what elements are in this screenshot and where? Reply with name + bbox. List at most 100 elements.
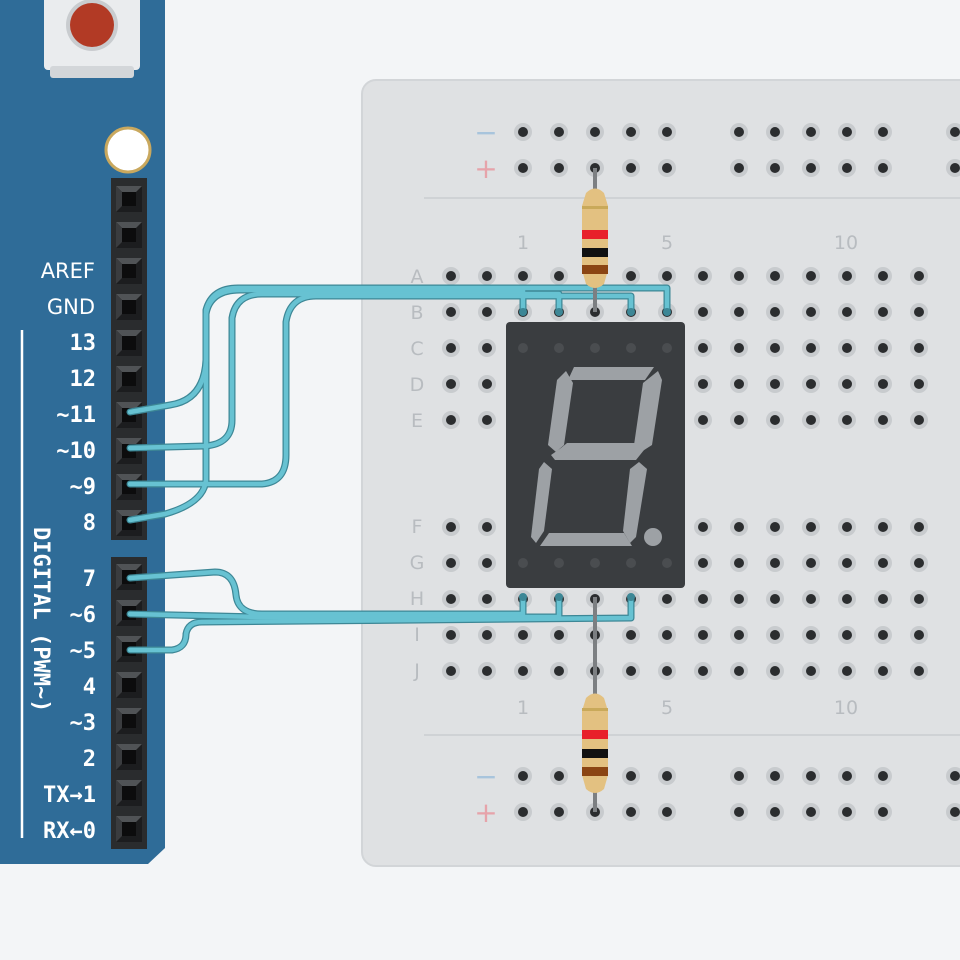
- rail-hole[interactable]: [514, 803, 532, 821]
- header-socket[interactable]: [116, 708, 142, 734]
- breadboard-hole[interactable]: [478, 375, 496, 393]
- breadboard-hole[interactable]: [838, 518, 856, 536]
- wire-pin-10[interactable]: [127, 291, 562, 451]
- rail-hole[interactable]: [766, 159, 784, 177]
- breadboard-hole[interactable]: [802, 267, 820, 285]
- rail-hole[interactable]: [766, 123, 784, 141]
- breadboard-holes[interactable]: [442, 123, 960, 821]
- breadboard-hole[interactable]: [874, 339, 892, 357]
- breadboard-hole[interactable]: [766, 375, 784, 393]
- breadboard-hole[interactable]: [694, 590, 712, 608]
- rail-hole[interactable]: [838, 123, 856, 141]
- rail-hole[interactable]: [622, 123, 640, 141]
- breadboard-hole[interactable]: [730, 590, 748, 608]
- breadboard-hole[interactable]: [442, 303, 460, 321]
- breadboard-hole[interactable]: [802, 303, 820, 321]
- breadboard-hole[interactable]: [478, 303, 496, 321]
- breadboard-hole[interactable]: [478, 411, 496, 429]
- breadboard-hole[interactable]: [802, 662, 820, 680]
- breadboard-hole[interactable]: [802, 554, 820, 572]
- breadboard-hole[interactable]: [802, 626, 820, 644]
- resistor-bottom[interactable]: [582, 597, 608, 812]
- breadboard-hole[interactable]: [802, 339, 820, 357]
- header-socket[interactable]: [116, 186, 142, 212]
- breadboard-hole[interactable]: [730, 339, 748, 357]
- breadboard-hole[interactable]: [622, 662, 640, 680]
- breadboard-hole[interactable]: [838, 554, 856, 572]
- rail-hole[interactable]: [622, 803, 640, 821]
- breadboard-hole[interactable]: [766, 303, 784, 321]
- breadboard-hole[interactable]: [838, 662, 856, 680]
- breadboard-hole[interactable]: [694, 303, 712, 321]
- breadboard-hole[interactable]: [874, 590, 892, 608]
- breadboard-hole[interactable]: [658, 267, 676, 285]
- breadboard-hole[interactable]: [730, 518, 748, 536]
- breadboard-hole[interactable]: [874, 554, 892, 572]
- breadboard-hole[interactable]: [910, 626, 928, 644]
- rail-hole[interactable]: [514, 159, 532, 177]
- rail-hole[interactable]: [802, 123, 820, 141]
- breadboard-hole[interactable]: [442, 339, 460, 357]
- rail-hole[interactable]: [514, 123, 532, 141]
- breadboard-hole[interactable]: [802, 590, 820, 608]
- rail-hole[interactable]: [838, 159, 856, 177]
- rail-hole[interactable]: [550, 803, 568, 821]
- breadboard-hole[interactable]: [838, 590, 856, 608]
- breadboard-hole[interactable]: [730, 554, 748, 572]
- rail-hole[interactable]: [550, 159, 568, 177]
- breadboard-hole[interactable]: [766, 339, 784, 357]
- rail-hole[interactable]: [622, 159, 640, 177]
- rail-hole[interactable]: [658, 159, 676, 177]
- header-socket[interactable]: [116, 672, 142, 698]
- rail-hole[interactable]: [946, 767, 960, 785]
- breadboard-hole[interactable]: [802, 518, 820, 536]
- breadboard-hole[interactable]: [766, 554, 784, 572]
- rail-hole[interactable]: [838, 767, 856, 785]
- breadboard-hole[interactable]: [694, 662, 712, 680]
- breadboard-hole[interactable]: [694, 411, 712, 429]
- rail-hole[interactable]: [838, 803, 856, 821]
- breadboard-hole[interactable]: [730, 303, 748, 321]
- header-socket[interactable]: [116, 294, 142, 320]
- breadboard-hole[interactable]: [802, 411, 820, 429]
- breadboard-hole[interactable]: [838, 375, 856, 393]
- breadboard-hole[interactable]: [838, 626, 856, 644]
- arduino-board[interactable]: AREF GND 1312~11~10~987~6~54~32TX→1RX←0 …: [0, 0, 165, 864]
- rail-hole[interactable]: [658, 803, 676, 821]
- breadboard-hole[interactable]: [910, 339, 928, 357]
- breadboard-hole[interactable]: [442, 375, 460, 393]
- breadboard-hole[interactable]: [550, 626, 568, 644]
- header-socket[interactable]: [116, 780, 142, 806]
- breadboard-hole[interactable]: [622, 267, 640, 285]
- header-socket[interactable]: [116, 222, 142, 248]
- breadboard-hole[interactable]: [910, 662, 928, 680]
- breadboard-hole[interactable]: [766, 267, 784, 285]
- jumper-wires[interactable]: [126, 284, 671, 654]
- header-socket[interactable]: [116, 258, 142, 284]
- breadboard-hole[interactable]: [442, 554, 460, 572]
- breadboard-hole[interactable]: [622, 626, 640, 644]
- breadboard-hole[interactable]: [910, 411, 928, 429]
- wire-pin-8[interactable]: [127, 285, 670, 523]
- breadboard-hole[interactable]: [730, 626, 748, 644]
- breadboard-hole[interactable]: [838, 339, 856, 357]
- breadboard-hole[interactable]: [910, 554, 928, 572]
- breadboard-hole[interactable]: [730, 662, 748, 680]
- breadboard-hole[interactable]: [478, 554, 496, 572]
- breadboard-hole[interactable]: [910, 518, 928, 536]
- breadboard-hole[interactable]: [550, 267, 568, 285]
- breadboard-hole[interactable]: [910, 590, 928, 608]
- breadboard-hole[interactable]: [766, 626, 784, 644]
- rail-hole[interactable]: [802, 159, 820, 177]
- breadboard-hole[interactable]: [694, 375, 712, 393]
- wire-pin-6[interactable]: [127, 594, 562, 620]
- breadboard-hole[interactable]: [442, 518, 460, 536]
- breadboard-hole[interactable]: [694, 554, 712, 572]
- breadboard-hole[interactable]: [838, 303, 856, 321]
- rail-hole[interactable]: [802, 767, 820, 785]
- breadboard-hole[interactable]: [550, 662, 568, 680]
- breadboard-hole[interactable]: [766, 411, 784, 429]
- breadboard-hole[interactable]: [478, 626, 496, 644]
- rail-hole[interactable]: [550, 767, 568, 785]
- rail-hole[interactable]: [586, 123, 604, 141]
